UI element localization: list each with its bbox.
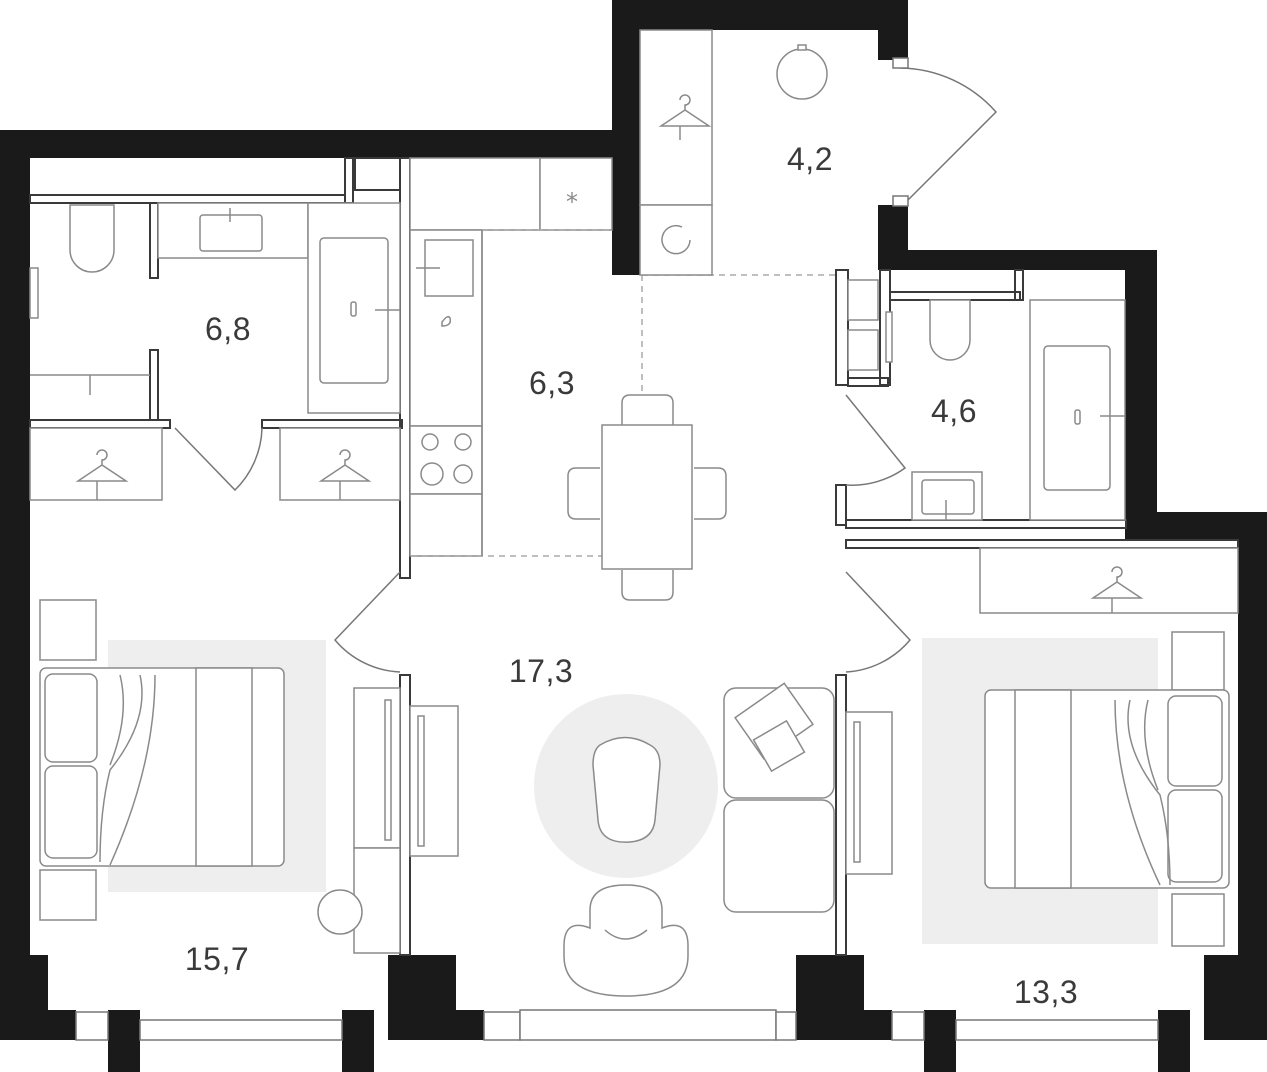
area-label-kitchen: 6,3: [529, 365, 575, 401]
windows: [75, 1009, 1159, 1041]
boiler-icon: [661, 224, 691, 255]
bedroom-right: [979, 547, 1239, 947]
bathroom-left: [29, 202, 401, 492]
living-room: [317, 571, 912, 997]
ventilation-icon: *: [566, 188, 578, 216]
hall: [639, 29, 998, 276]
area-label-bedroom-left: 15,7: [185, 941, 249, 977]
area-label-hall: 4,2: [787, 141, 833, 177]
area-label-bathroom-right: 4,6: [931, 393, 977, 429]
water-drop-icon: [441, 315, 452, 327]
bedroom-left: [39, 599, 285, 921]
bathroom-right: [845, 279, 1126, 521]
dining-table: [567, 394, 727, 601]
area-labels: 6,8 6,3 4,2 4,6 17,3 15,7 13,3: [185, 141, 1078, 1010]
area-label-bathroom-left: 6,8: [205, 311, 251, 347]
area-label-bedroom-right: 13,3: [1014, 974, 1078, 1010]
kitchen: *: [409, 157, 836, 557]
bedroom-left-wardrobes: [29, 427, 401, 501]
area-label-living-room: 17,3: [509, 653, 573, 689]
